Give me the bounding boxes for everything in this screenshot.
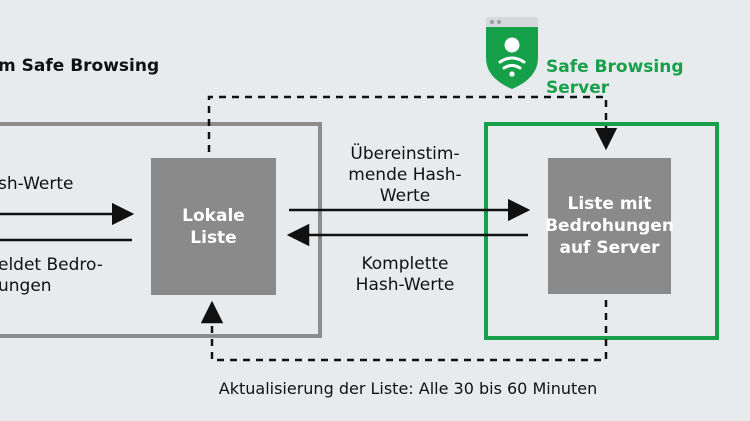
update-interval-label: Aktualisierung der Liste: Alle 30 bis 60… bbox=[218, 379, 598, 398]
full-hashes-label: Komplette Hash-Werte bbox=[355, 254, 455, 295]
reported-threats-label: eldet Bedro- ungen bbox=[0, 255, 103, 296]
server-title: Safe Browsing Server bbox=[546, 57, 684, 98]
local-list-box bbox=[151, 158, 276, 295]
shield-signal-icon bbox=[486, 17, 538, 89]
local-list-label: Lokale Liste bbox=[182, 205, 245, 248]
top-dashed-path bbox=[207, 95, 618, 152]
matching-hashes-label: Übereinstim- mende Hash- Werte bbox=[348, 144, 462, 206]
server-list-box bbox=[548, 158, 671, 294]
incoming-hashes-label: sh-Werte bbox=[0, 174, 74, 194]
server-list-label: Liste mit Bedrohungen auf Server bbox=[545, 194, 674, 258]
server-frame bbox=[484, 122, 719, 340]
bottom-dashed-path bbox=[200, 300, 608, 362]
client-title: m Safe Browsing bbox=[0, 56, 160, 76]
client-frame bbox=[0, 122, 322, 338]
